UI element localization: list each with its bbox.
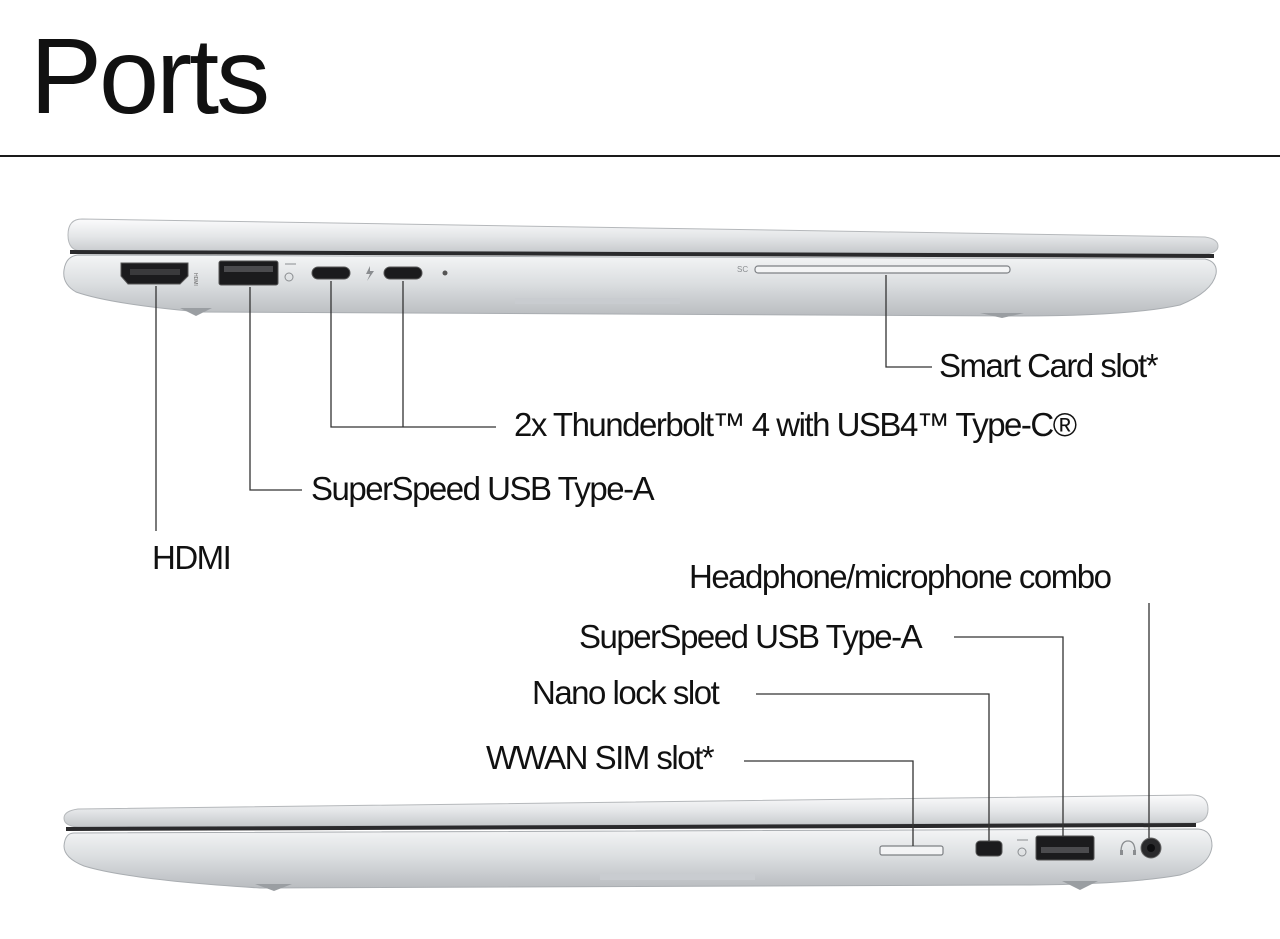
usb-a-port (1035, 835, 1095, 861)
wwan-sim-callout-line (744, 760, 914, 846)
label-usb-a-right: SuperSpeed USB Type-A (579, 618, 923, 655)
laptop-lid (63, 794, 1209, 828)
laptop-foot (255, 884, 292, 891)
wwan-sim-slot (879, 845, 944, 856)
thunderbolt-icon (366, 266, 374, 281)
thunderbolt-callout-line (330, 281, 496, 428)
smart-card-slot (754, 265, 1011, 274)
label-smart-card-slot: Smart Card slot* (939, 347, 1159, 384)
laptop-foot (180, 308, 212, 316)
hdmi-engraving: HDMI (192, 273, 198, 286)
vent-grille (600, 874, 755, 880)
label-nano-lock-slot: Nano lock slot (532, 674, 720, 711)
label-thunderbolt: 2x Thunderbolt™ 4 with USB4™ Type-C® (514, 406, 1077, 443)
usb-a-port (218, 260, 279, 286)
label-hdmi: HDMI (152, 539, 232, 576)
label-usb-a-left: SuperSpeed USB Type-A (311, 470, 655, 507)
laptop-foot (980, 313, 1024, 318)
laptop-right-side (63, 794, 1213, 891)
smart-card-callout-line (885, 275, 932, 368)
headphone-icon (1120, 840, 1136, 853)
left-callouts (155, 275, 932, 531)
laptop-foot (1062, 881, 1098, 890)
charging-led (442, 270, 448, 276)
laptop-lid (67, 218, 1219, 255)
page-title: Ports (30, 15, 270, 136)
nano-lock-slot (975, 840, 1003, 857)
lid-seam (65, 823, 1197, 831)
lid-seam (69, 250, 1215, 258)
label-headphone-combo: Headphone/microphone combo (689, 558, 1112, 595)
nano-lock-callout-line (756, 693, 990, 841)
vent-grille (515, 298, 680, 304)
hdmi-port (120, 262, 189, 285)
right-callouts (744, 603, 1150, 846)
label-wwan-sim-slot: WWAN SIM slot* (486, 739, 715, 776)
usb-a-callout-line (954, 636, 1064, 836)
thunderbolt-port-1 (311, 266, 351, 280)
laptop-left-side: HDMI SC (63, 218, 1219, 318)
usb-a-callout-line (249, 287, 302, 491)
superspeed-5gbps-icon (1017, 839, 1028, 857)
laptop-base (63, 828, 1213, 889)
title-divider (0, 155, 1280, 157)
thunderbolt-port-2 (383, 266, 423, 280)
smart-card-engraving: SC (737, 265, 748, 274)
superspeed-5gbps-icon (284, 263, 296, 282)
